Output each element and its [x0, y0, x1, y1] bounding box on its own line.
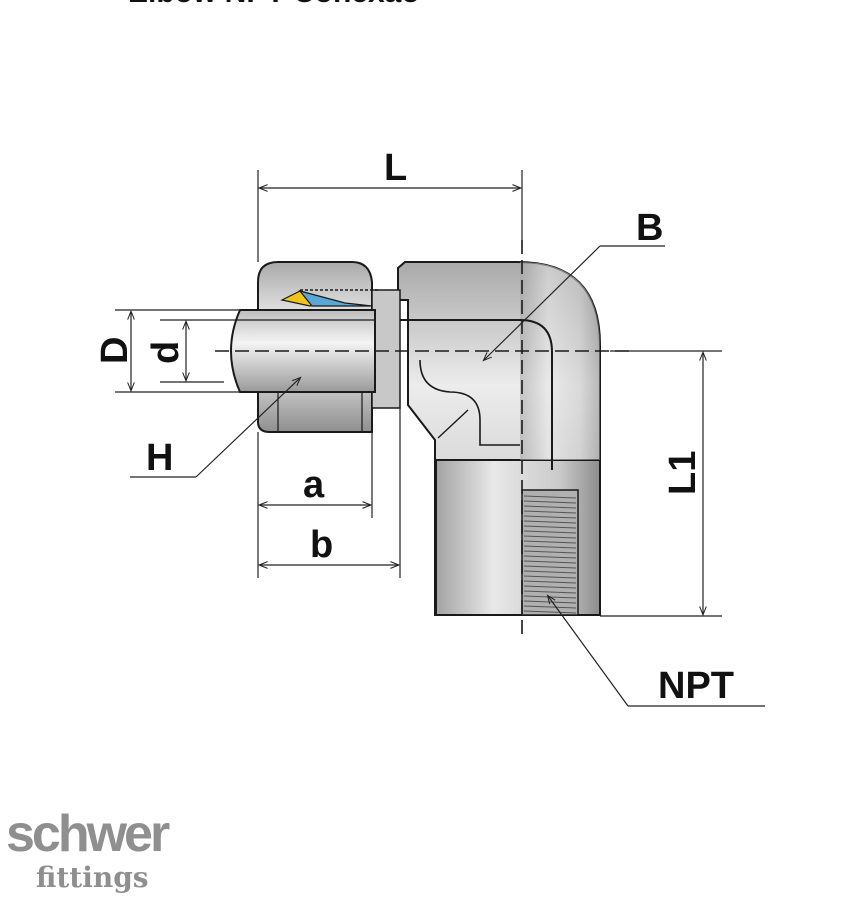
label-D: D — [94, 337, 136, 364]
thread-line — [523, 605, 577, 609]
label-d: d — [145, 341, 187, 364]
thread-line — [523, 610, 577, 614]
dimension-B: B — [484, 207, 665, 360]
thread-line — [523, 550, 577, 554]
thread-line — [523, 575, 577, 579]
thread-line — [523, 520, 577, 524]
dimension-b: b — [260, 408, 401, 578]
logo-brand-text: schwer — [6, 805, 170, 863]
thread-line — [523, 560, 577, 564]
label-L: L — [384, 147, 407, 189]
label-H: H — [146, 437, 173, 479]
thread-line — [523, 505, 577, 509]
thread-line — [523, 525, 577, 529]
thread-line — [523, 570, 577, 574]
label-L1: L1 — [662, 451, 704, 495]
fitting-body — [375, 261, 601, 616]
dimension-d: d — [145, 319, 236, 383]
label-B: B — [636, 207, 663, 249]
thread-line — [523, 555, 577, 559]
dimension-L1: L1 — [600, 350, 722, 617]
thread-line — [523, 510, 577, 514]
ferrule — [280, 289, 378, 307]
label-NPT: NPT — [658, 665, 734, 707]
label-b: b — [310, 524, 333, 566]
thread-line — [523, 495, 577, 499]
thread-line — [523, 530, 577, 534]
npt-thread — [521, 489, 579, 616]
thread-line — [523, 540, 577, 544]
page-title: Elbow NPT Conexao — [128, 0, 420, 9]
thread-line — [523, 500, 577, 504]
thread-line — [523, 585, 577, 589]
thread-line — [523, 565, 577, 569]
thread-line — [523, 590, 577, 594]
dimension-NPT: NPT — [548, 596, 765, 707]
label-a: a — [303, 464, 325, 506]
thread-line — [523, 580, 577, 584]
logo-sub-text: fittings — [36, 861, 149, 894]
dimension-D: D — [94, 309, 240, 393]
dimension-a: a — [257, 432, 373, 578]
thread-line — [523, 545, 577, 549]
thread-line — [523, 515, 577, 519]
thread-line — [523, 535, 577, 539]
brand-logo: schwer fittings — [6, 808, 206, 898]
dimension-H: H — [130, 378, 300, 479]
dimension-L: L — [257, 147, 523, 262]
